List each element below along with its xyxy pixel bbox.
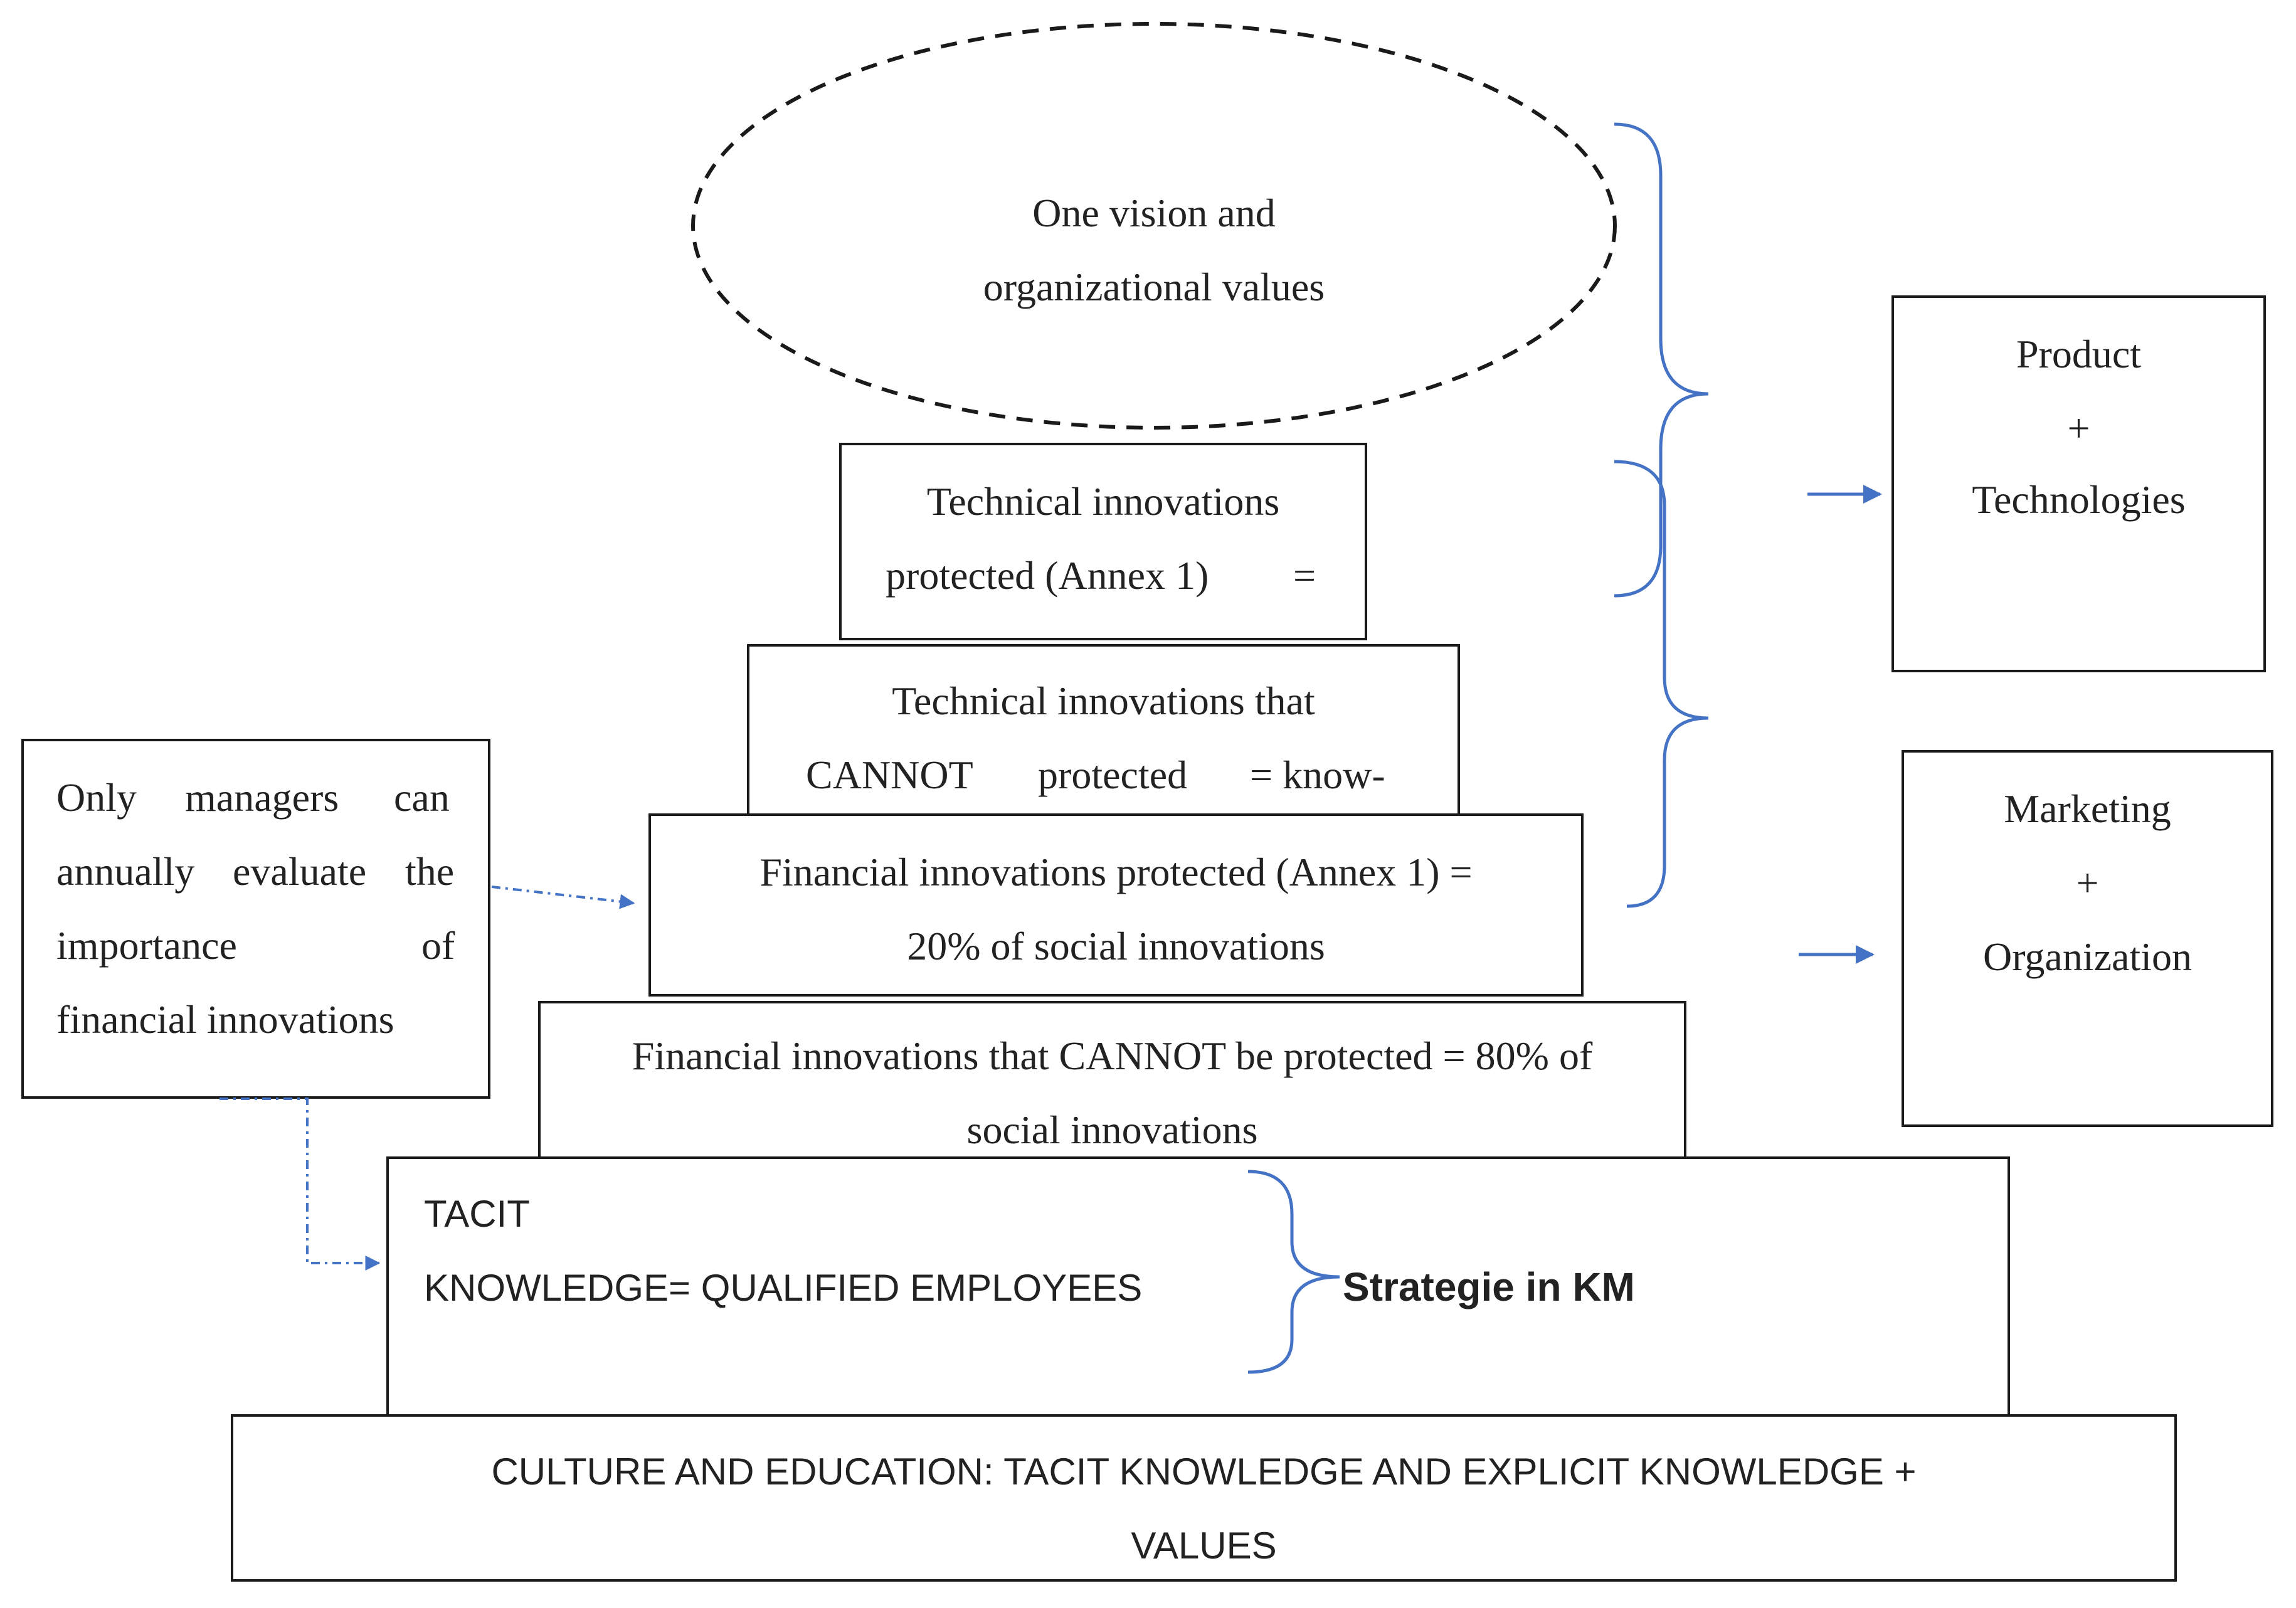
technical-protected-line-1: Technical innovations <box>926 479 1280 524</box>
managers-note-line-4: financial innovations <box>56 997 394 1042</box>
managers-note-word-managers: managers <box>185 775 339 820</box>
managers-note-box: Only managers can annually evaluate the … <box>21 739 490 1099</box>
strategy-label: Strategie in KM <box>1343 1264 1635 1309</box>
financial-unprotected-line-1: Financial innovations that CANNOT be pro… <box>632 1034 1593 1078</box>
managers-note-word-annually: annually <box>56 849 195 894</box>
culture-education-box: CULTURE AND EDUCATION: TACIT KNOWLEDGE A… <box>231 1414 2177 1582</box>
financial-protected-line-2: 20% of social innovations <box>907 924 1325 968</box>
tacit-knowledge-box: TACIT KNOWLEDGE= QUALIFIED EMPLOYEES <box>386 1156 2010 1423</box>
brace-lower <box>1614 460 1709 908</box>
marketing-organization-box: Marketing + Organization <box>1902 750 2273 1127</box>
managers-note-word-importance: importance <box>56 923 237 968</box>
connector-note-to-financial <box>491 886 635 909</box>
brace-upper <box>1614 122 1709 598</box>
managers-note-word-the: the <box>405 849 455 894</box>
tacit-line-2: KNOWLEDGE= QUALIFIED EMPLOYEES <box>424 1267 1143 1309</box>
vision-line-2: organizational values <box>983 265 1325 309</box>
product-line-1: Product <box>2016 332 2142 376</box>
managers-note-word-can: can <box>394 775 450 820</box>
financial-unprotected-line-2: social innovations <box>966 1108 1258 1152</box>
marketing-line-1: Marketing <box>2004 786 2171 831</box>
technical-protected-eq: = <box>1293 553 1316 598</box>
brace-tacit <box>1247 1170 1340 1374</box>
vision-line-1: One vision and <box>1032 191 1276 235</box>
technical-protected-line-2: protected (Annex 1) <box>886 553 1209 598</box>
marketing-line-2: + <box>2076 860 2099 905</box>
managers-note-word-evaluate: evaluate <box>233 849 367 894</box>
marketing-line-3: Organization <box>1983 934 2192 979</box>
product-line-2: + <box>2067 406 2090 450</box>
product-line-3: Technologies <box>1972 477 2186 522</box>
technical-unprotected-protected: protected <box>1038 753 1188 797</box>
culture-line-2: VALUES <box>1131 1525 1277 1567</box>
culture-line-1: CULTURE AND EDUCATION: TACIT KNOWLEDGE A… <box>491 1451 1917 1493</box>
managers-note-word-only: Only <box>56 775 137 820</box>
technical-protected-box: Technical innovations protected (Annex 1… <box>839 443 1367 640</box>
technical-unprotected-cannot: CANNOT <box>806 753 973 797</box>
financial-protected-line-1: Financial innovations protected (Annex 1… <box>759 850 1473 894</box>
managers-note-word-of: of <box>421 923 455 968</box>
connector-note-to-tacit <box>220 1098 381 1271</box>
tacit-line-1: TACIT <box>424 1193 530 1235</box>
product-technologies-box: Product + Technologies <box>1891 295 2266 672</box>
technical-unprotected-know: = know- <box>1250 753 1385 797</box>
technical-unprotected-box: Technical innovations that CANNOT protec… <box>747 644 1460 823</box>
financial-protected-box: Financial innovations protected (Annex 1… <box>648 813 1584 997</box>
technical-unprotected-line-1: Technical innovations that <box>892 679 1315 723</box>
